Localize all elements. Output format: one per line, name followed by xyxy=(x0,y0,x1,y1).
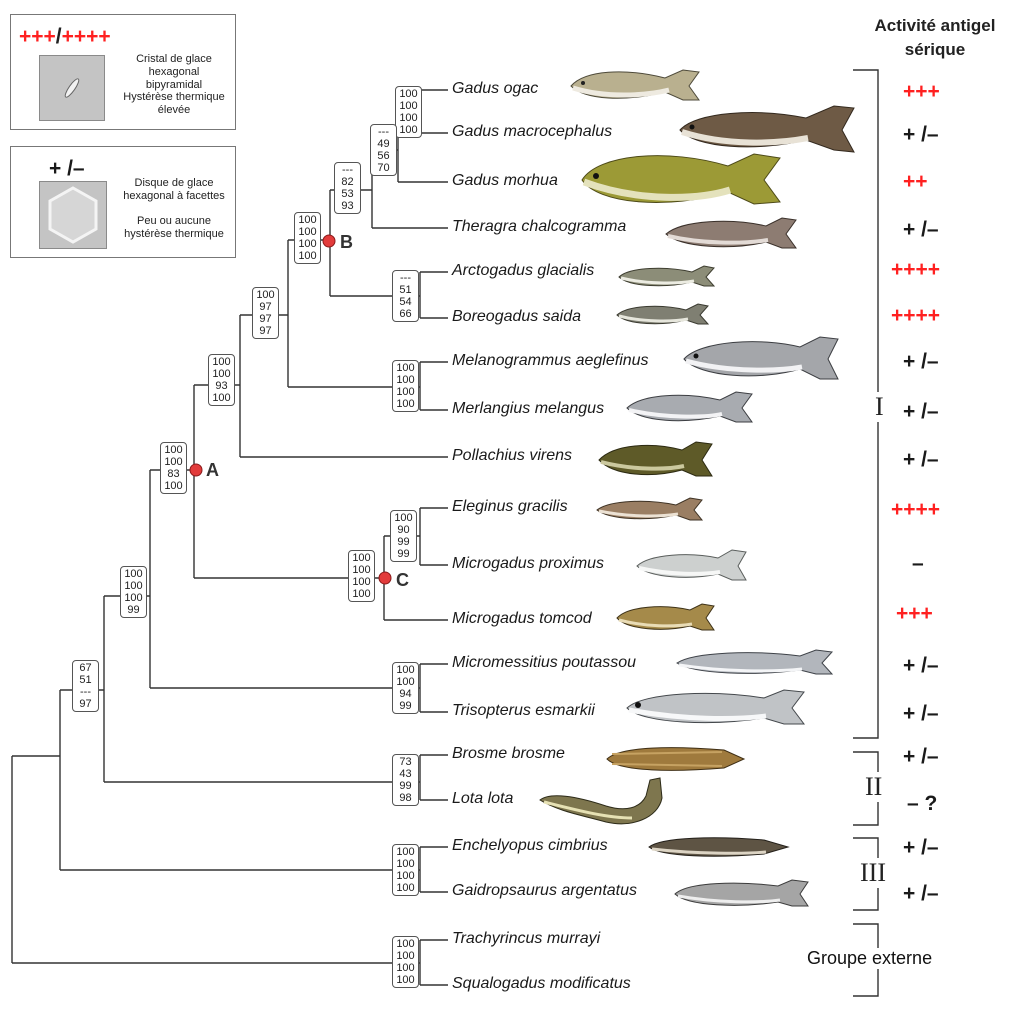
taxon-name: Gadus macrocephalus xyxy=(452,123,613,140)
taxon-name: Gadus morhua xyxy=(452,172,558,189)
taxon-name: Melanogrammus aeglefinus xyxy=(452,352,649,369)
fish-illustration-arctogadus xyxy=(618,265,716,287)
activity-marker: +++ xyxy=(896,602,933,625)
legend-low-text1: Disque de glace hexagonal à facettes xyxy=(123,177,225,202)
node-label-C: C xyxy=(396,570,409,590)
taxon-name: Microgadus tomcod xyxy=(452,610,592,627)
node-dot-C xyxy=(378,571,392,585)
node-dot-B xyxy=(322,234,336,248)
node-label-A: A xyxy=(206,460,219,480)
activity-marker: ++++ xyxy=(891,498,941,521)
fish-illustration-boreogadus xyxy=(616,303,710,325)
activity-marker: – xyxy=(912,552,924,575)
legend-high-text1: Cristal de glace hexagonal bipyramidal xyxy=(136,53,212,91)
outgroup-label: Groupe externe xyxy=(804,948,936,969)
fish-illustration-gaidropsaurus xyxy=(674,879,809,907)
taxon-name: Trachyrincus murrayi xyxy=(452,930,601,947)
legend-high-text2: Hystérèse thermique élevée xyxy=(123,91,225,116)
activity-marker: ++++ xyxy=(891,304,941,327)
activity-marker: ++++ xyxy=(891,258,941,281)
taxon-name: Squalogadus modificatus xyxy=(452,975,631,992)
group-label-I: I xyxy=(873,392,886,422)
taxon-name: Boreogadus saida xyxy=(452,308,581,325)
activity-marker: + /– xyxy=(903,745,939,768)
activity-marker: – ? xyxy=(907,792,938,815)
activity-marker: + /– xyxy=(903,400,939,423)
taxon-name: Theragra chalcogramma xyxy=(452,218,627,235)
activity-marker: + /– xyxy=(903,448,939,471)
activity-marker: + /– xyxy=(903,654,939,677)
fish-illustration-melanogrammus xyxy=(683,336,839,380)
activity-marker: ++ xyxy=(903,170,928,193)
taxon-name: Eleginus gracilis xyxy=(452,498,568,515)
fish-illustration-lota xyxy=(539,777,663,825)
taxon-name: Microgadus proximus xyxy=(452,555,605,572)
fish-illustration-microgadus-proximus xyxy=(636,549,747,581)
activity-header: Activité antigel sérique xyxy=(850,14,1020,62)
fish-illustration-enchelyopus xyxy=(648,837,790,857)
fish-illustration-gadus-ogac xyxy=(570,69,700,101)
legend-low-symbol: + /– xyxy=(49,157,85,180)
fish-illustration-merlangius xyxy=(626,391,753,423)
fish-illustration-microgadus-tomcod xyxy=(616,603,715,631)
activity-marker: +++ xyxy=(903,80,940,103)
activity-marker: + /– xyxy=(903,350,939,373)
node-dot-A xyxy=(189,463,203,477)
taxon-name: Merlangius melangus xyxy=(452,400,605,417)
taxon-name: Arctogadus glacialis xyxy=(452,262,595,279)
activity-marker: + /– xyxy=(903,123,939,146)
legend-high-activity: +++/++++ Cristal de glace hexagonal bipy… xyxy=(10,14,236,130)
activity-header-line2: sérique xyxy=(904,40,966,59)
activity-marker: + /– xyxy=(903,836,939,859)
activity-marker: + /– xyxy=(903,218,939,241)
taxon-name: Gadus ogac xyxy=(452,80,539,97)
taxon-name: Pollachius virens xyxy=(452,447,573,464)
group-label-III: III xyxy=(858,858,888,888)
fish-illustration-pollachius xyxy=(598,441,713,477)
fish-illustration-gadus-morhua xyxy=(581,153,781,205)
fish-illustration-trisopterus xyxy=(626,689,805,725)
fish-illustration-micromesistius xyxy=(676,649,834,675)
taxon-name: Micromessitius poutassou xyxy=(452,654,637,671)
activity-marker: + /– xyxy=(903,882,939,905)
ice-crystal-spindle-icon xyxy=(64,78,80,98)
fish-illustration-eleginus xyxy=(596,497,704,521)
taxon-name: Lota lota xyxy=(452,790,514,807)
bipyramidal-crystal-image xyxy=(39,55,105,121)
group-label-II: II xyxy=(863,772,885,802)
legend-low-activity: + /– Disque de glace hexagonal à facette… xyxy=(10,146,236,258)
taxon-name: Enchelyopus cimbrius xyxy=(452,837,608,854)
ice-hexagon-icon xyxy=(48,186,98,244)
taxon-name: Gaidropsaurus argentatus xyxy=(452,882,637,899)
activity-header-line1: Activité antigel xyxy=(874,16,996,35)
legend-high-symbol: +++/++++ xyxy=(19,25,111,48)
taxon-name: Brosme brosme xyxy=(452,745,565,762)
node-label-B: B xyxy=(340,232,353,252)
legend-low-text2: Peu ou aucune hystérèse thermique xyxy=(124,215,224,240)
fish-illustration-gadus-macrocephalus xyxy=(679,105,855,153)
taxon-name: Trisopterus esmarkii xyxy=(452,702,595,719)
hexagonal-disk-image xyxy=(39,181,107,249)
fish-illustration-brosme xyxy=(606,747,746,771)
fish-illustration-theragra xyxy=(665,217,797,249)
activity-marker: + /– xyxy=(903,702,939,725)
